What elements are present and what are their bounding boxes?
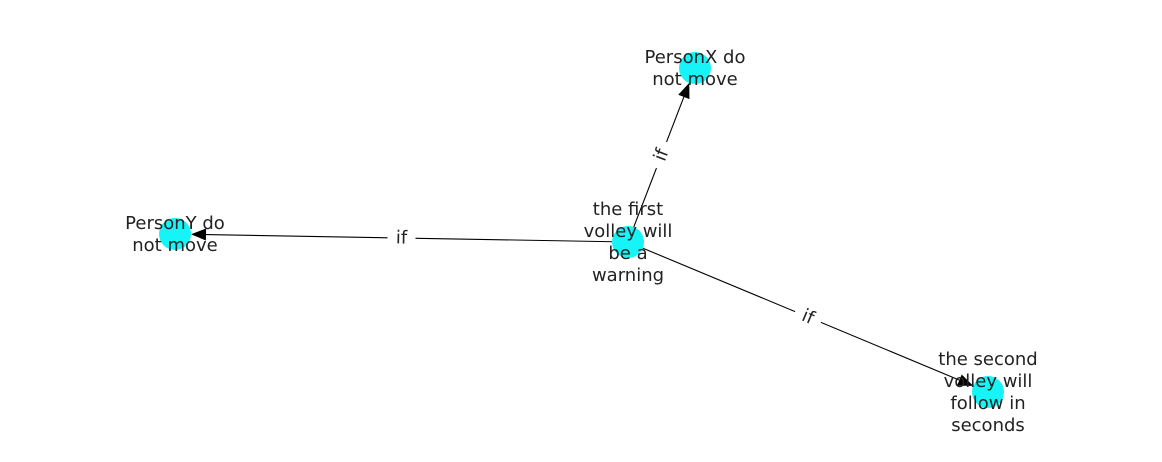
edge-label-text: if: [396, 227, 408, 248]
node-label-line: volley will: [944, 371, 1033, 392]
edge-center-second: [627, 241, 960, 381]
node-label-line: the first: [593, 199, 663, 220]
node-center: [612, 226, 644, 258]
node-label-line: be a: [608, 243, 647, 264]
node-second: [972, 376, 1004, 408]
edge-label-center-persony: if: [387, 225, 416, 251]
node-personx: [679, 52, 711, 84]
node-label-line: warning: [592, 265, 664, 286]
node-label-line: not move: [652, 69, 737, 90]
edge-center-persony: [205, 233, 629, 243]
edge-label-center-personx: if: [645, 137, 678, 173]
edge-label-background: [387, 225, 416, 251]
edge-labels-layer: if if if: [387, 137, 826, 334]
edge-center-personx: [627, 96, 685, 243]
node-label-line: the second: [938, 349, 1037, 370]
edge-label-center-second: if: [790, 300, 826, 334]
node-label-line: volley will: [584, 221, 673, 242]
arrowhead-personx: [678, 82, 690, 100]
edge-label-background: [645, 137, 678, 173]
arrowhead-persony: [190, 228, 207, 241]
node-persony: [159, 218, 191, 250]
node-label-line: seconds: [951, 415, 1025, 436]
node-label-line: PersonY do: [125, 213, 225, 234]
node-label-line: not move: [132, 235, 217, 256]
node-label-line: follow in: [950, 393, 1025, 414]
nodes-layer: [159, 52, 1004, 408]
edge-label-background: [790, 300, 826, 334]
arrowhead-second: [957, 374, 974, 386]
edges-layer: [190, 82, 974, 386]
node-label-line: PersonX do: [645, 47, 746, 68]
